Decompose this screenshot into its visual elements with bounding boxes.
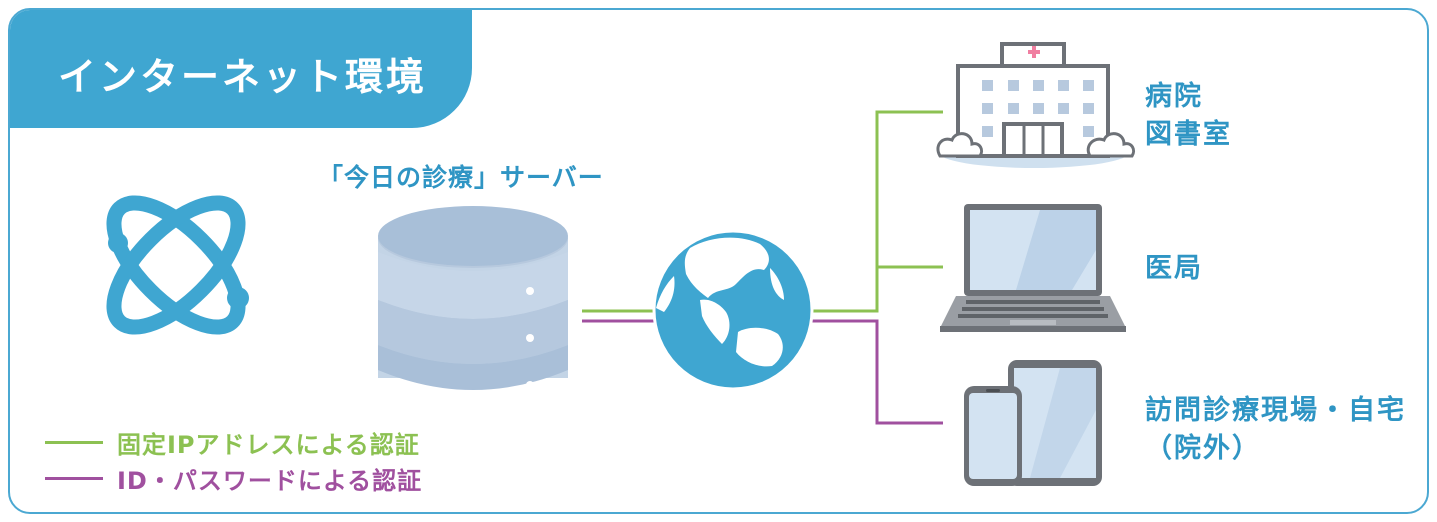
diagram-frame: インターネット環境 — [8, 8, 1429, 514]
purple-connection-lines — [582, 319, 943, 425]
server-label: 「今日の診療」サーバー — [318, 163, 604, 192]
green-connection-lines — [582, 110, 943, 313]
destination-outside-hospital: 訪問診療現場・自宅 （院外） — [1145, 392, 1406, 468]
tablet-icon — [1008, 360, 1102, 486]
destination-hospital-library: 病院 図書室 — [1145, 78, 1232, 154]
page-title: インターネット環境 — [58, 55, 428, 99]
legend: 固定IPアドレスによる認証 ID・パスワードによる認証 — [45, 424, 422, 496]
legend-label: 固定IPアドレスによる認証 — [117, 430, 420, 459]
phone-icon — [964, 386, 1022, 486]
destination-line: 病院 — [1145, 81, 1203, 112]
laptop-icon — [940, 204, 1126, 332]
title-tab: インターネット環境 — [10, 10, 472, 128]
destination-line: 図書室 — [1145, 119, 1232, 150]
atom-icon — [106, 195, 249, 335]
destination-line: 訪問診療現場・自宅 — [1145, 395, 1406, 426]
server-icon — [378, 206, 568, 390]
legend-item-id-password: ID・パスワードによる認証 — [45, 460, 422, 496]
legend-line-green — [45, 440, 103, 444]
legend-label: ID・パスワードによる認証 — [117, 466, 423, 495]
destination-line: 医局 — [1145, 253, 1203, 284]
legend-line-purple — [45, 476, 103, 480]
destination-line: （院外） — [1145, 433, 1261, 464]
legend-item-fixed-ip: 固定IPアドレスによる認証 — [45, 424, 422, 460]
hospital-icon — [936, 42, 1136, 168]
globe-icon — [652, 229, 814, 391]
destination-ikyoku: 医局 — [1145, 250, 1203, 288]
